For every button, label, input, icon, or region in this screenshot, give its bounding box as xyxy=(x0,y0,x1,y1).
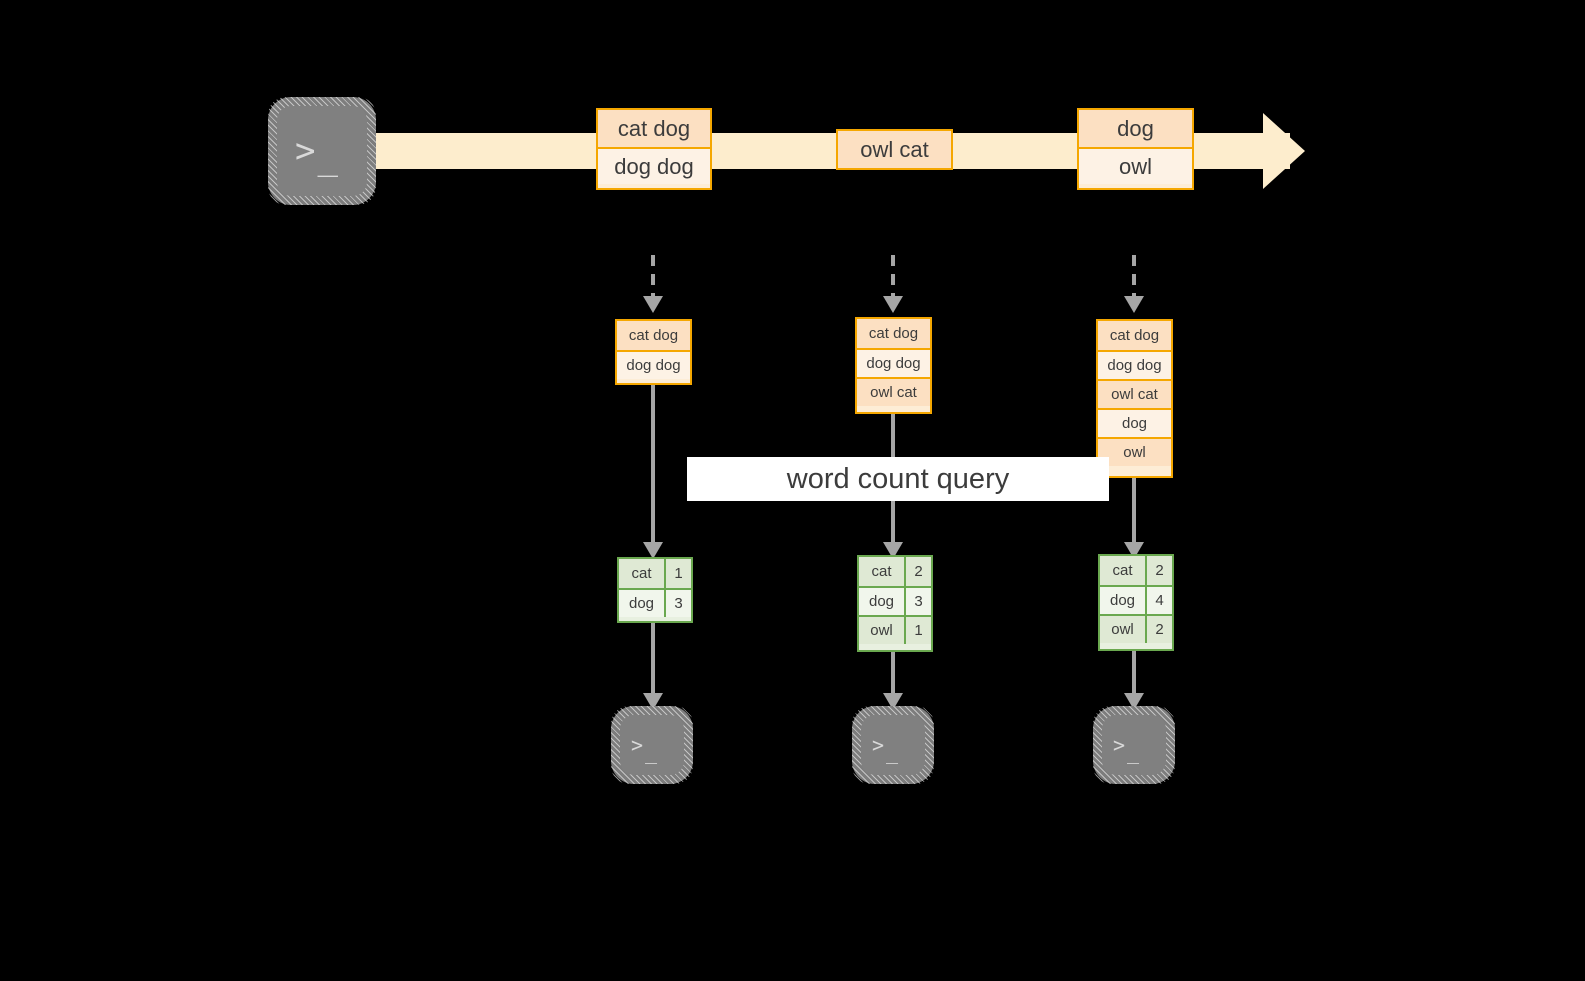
result-row: cat 2 xyxy=(1100,556,1172,585)
snapshot-1-output-line xyxy=(651,623,655,695)
terminal-prompt-glyph: > _ xyxy=(277,106,367,196)
prompt-cursor: _ xyxy=(645,740,658,764)
result-count: 4 xyxy=(1145,587,1172,614)
terminal-body xyxy=(861,715,925,775)
snapshot-2-trigger-arrowhead xyxy=(883,296,903,313)
snapshot-input-row: cat dog xyxy=(1098,321,1171,350)
stream-record: owl xyxy=(1079,147,1192,184)
stream-group-1[interactable]: cat dog dog dog xyxy=(596,108,712,190)
stream-group-3[interactable]: dog owl xyxy=(1077,108,1194,190)
result-count: 3 xyxy=(904,588,931,615)
prompt-cursor: _ xyxy=(1127,740,1140,764)
stream-record: cat dog xyxy=(598,110,710,147)
snapshot-1-input-table[interactable]: cat dog dog dog xyxy=(615,319,692,385)
prompt-symbol: > xyxy=(872,733,885,757)
snapshot-input-row: dog dog xyxy=(857,348,930,377)
snapshot-2-query-arrowhead xyxy=(883,542,903,559)
snapshot-input-row: dog dog xyxy=(1098,350,1171,379)
result-word: owl xyxy=(1100,616,1145,643)
snapshot-1-trigger-arrowhead xyxy=(643,296,663,313)
result-row: owl 1 xyxy=(859,615,931,644)
snapshot-3-trigger-line xyxy=(1132,255,1136,303)
snapshot-1-query-arrowhead xyxy=(643,542,663,559)
result-count: 1 xyxy=(904,617,931,644)
snapshot-1-result-table[interactable]: cat 1 dog 3 xyxy=(617,557,693,623)
snapshot-2-output-terminal-icon[interactable]: > _ xyxy=(852,706,934,784)
result-count: 2 xyxy=(1145,616,1172,643)
snapshot-2-output-line xyxy=(891,652,895,695)
stream-group-2[interactable]: owl cat xyxy=(836,129,953,170)
result-word: cat xyxy=(619,559,664,588)
result-row: dog 3 xyxy=(859,586,931,615)
result-row: dog 4 xyxy=(1100,585,1172,614)
query-label: word count query xyxy=(687,457,1109,501)
result-word: owl xyxy=(859,617,904,644)
snapshot-3-input-table[interactable]: cat dog dog dog owl cat dog owl xyxy=(1096,319,1173,478)
prompt-symbol: > xyxy=(1113,733,1126,757)
result-count: 2 xyxy=(1145,556,1172,585)
snapshot-3-query-line xyxy=(1132,478,1136,545)
snapshot-2-result-table[interactable]: cat 2 dog 3 owl 1 xyxy=(857,555,933,652)
stream-record: owl cat xyxy=(838,131,951,168)
result-word: dog xyxy=(619,590,664,617)
result-count: 1 xyxy=(664,559,691,588)
snapshot-3-output-line xyxy=(1132,651,1136,695)
terminal-prompt-glyph: > _ xyxy=(861,715,925,775)
result-word: dog xyxy=(859,588,904,615)
snapshot-2-output-arrowhead xyxy=(883,693,903,710)
snapshot-2-trigger-line xyxy=(891,255,895,303)
prompt-cursor: _ xyxy=(317,138,338,178)
snapshot-1-output-terminal-icon[interactable]: > _ xyxy=(611,706,693,784)
stream-record: dog xyxy=(1079,110,1192,147)
source-terminal-icon[interactable]: > _ xyxy=(268,97,376,205)
result-row: owl 2 xyxy=(1100,614,1172,643)
terminal-body xyxy=(620,715,684,775)
prompt-cursor: _ xyxy=(886,740,899,764)
snapshot-1-query-line xyxy=(651,385,655,545)
terminal-body xyxy=(277,106,367,196)
snapshot-input-row: owl xyxy=(1098,437,1171,466)
terminal-prompt-glyph: > _ xyxy=(1102,715,1166,775)
prompt-symbol: > xyxy=(295,131,316,171)
stream-record: dog dog xyxy=(598,147,710,184)
snapshot-2-input-table[interactable]: cat dog dog dog owl cat xyxy=(855,317,932,414)
snapshot-3-output-arrowhead xyxy=(1124,693,1144,710)
snapshot-1-trigger-line xyxy=(651,255,655,303)
snapshot-3-result-table[interactable]: cat 2 dog 4 owl 2 xyxy=(1098,554,1174,651)
result-count: 3 xyxy=(664,590,691,617)
stream-arrowhead xyxy=(1263,113,1305,189)
snapshot-input-row: cat dog xyxy=(617,321,690,350)
result-row: cat 2 xyxy=(859,557,931,586)
terminal-body xyxy=(1102,715,1166,775)
snapshot-input-row: owl cat xyxy=(857,377,930,406)
result-word: cat xyxy=(859,557,904,586)
prompt-symbol: > xyxy=(631,733,644,757)
result-word: cat xyxy=(1100,556,1145,585)
terminal-prompt-glyph: > _ xyxy=(620,715,684,775)
snapshot-input-row: cat dog xyxy=(857,319,930,348)
query-label-text: word count query xyxy=(786,462,1010,495)
snapshot-3-output-terminal-icon[interactable]: > _ xyxy=(1093,706,1175,784)
result-word: dog xyxy=(1100,587,1145,614)
snapshot-input-row: dog xyxy=(1098,408,1171,437)
snapshot-3-trigger-arrowhead xyxy=(1124,296,1144,313)
result-row: dog 3 xyxy=(619,588,691,617)
snapshot-1-output-arrowhead xyxy=(643,693,663,710)
snapshot-input-row: owl cat xyxy=(1098,379,1171,408)
result-count: 2 xyxy=(904,557,931,586)
result-row: cat 1 xyxy=(619,559,691,588)
snapshot-input-row: dog dog xyxy=(617,350,690,379)
